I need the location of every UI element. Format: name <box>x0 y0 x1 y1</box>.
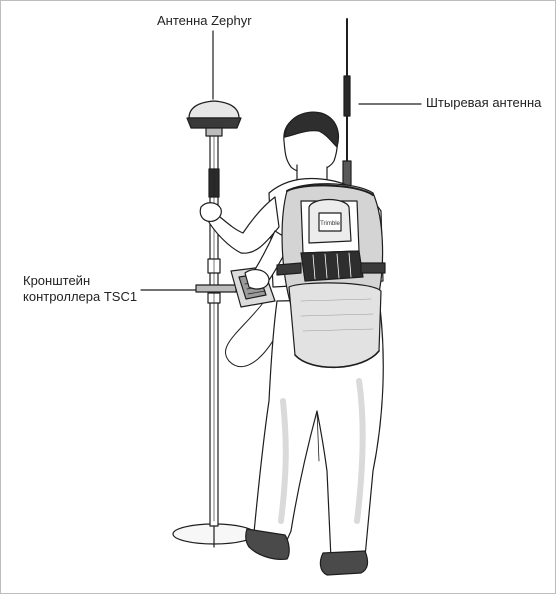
surveyor-head <box>283 111 340 184</box>
label-controller-bracket-line1: Кронштейн <box>23 273 91 288</box>
controller-tsc1 <box>195 266 284 368</box>
surveyor-shoes <box>245 528 369 576</box>
label-controller-bracket: Кронштейн контроллера TSC1 <box>23 273 137 305</box>
label-controller-bracket-line2: контроллера TSC1 <box>23 289 138 304</box>
receiver-brand-text: Trimble <box>320 221 340 227</box>
label-whip-antenna: Штыревая антенна <box>426 95 542 110</box>
range-pole <box>172 125 256 548</box>
whip-antenna <box>342 18 352 192</box>
leader-lines <box>140 30 422 291</box>
label-zephyr-antenna: Антенна Zephyr <box>157 13 252 28</box>
backpack <box>276 183 386 369</box>
zephyr-antenna <box>186 100 242 137</box>
